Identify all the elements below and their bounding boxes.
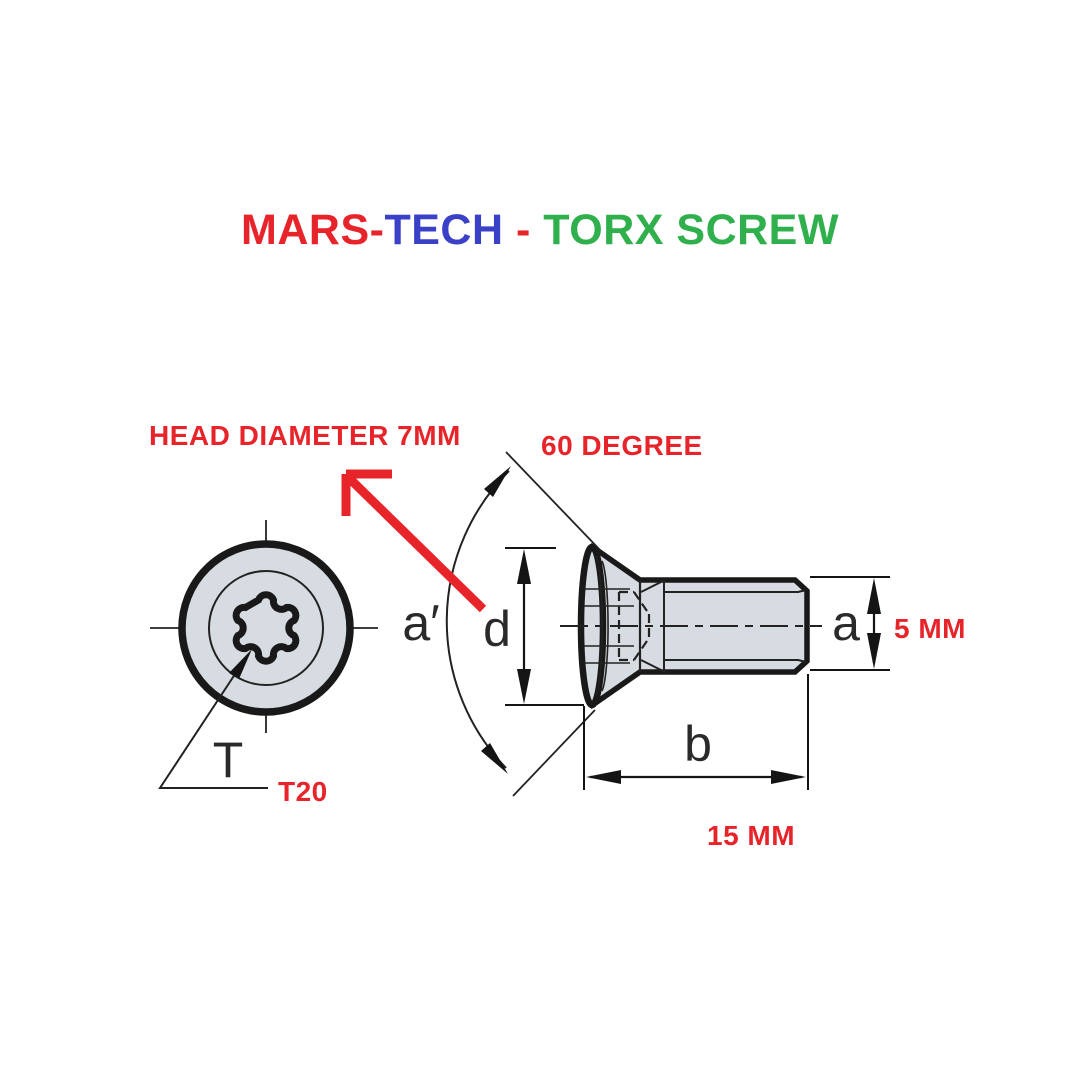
drive-label: T <box>213 732 244 788</box>
countersink-angle: 60 DEGREE <box>445 430 703 797</box>
drive-leader <box>158 649 268 789</box>
angle-line-upper <box>505 451 602 552</box>
angle-line-lower <box>512 709 596 797</box>
thread-chamfer-diagonals-left <box>640 579 666 673</box>
shank-edge-lines <box>664 591 799 661</box>
b-arrow-right <box>771 770 806 784</box>
shank-diameter-note: 5 MM <box>894 613 966 644</box>
angle-arc <box>445 470 510 769</box>
length-note: 15 MM <box>707 820 795 851</box>
head-diameter-note: HEAD DIAMETER 7MM <box>149 420 461 451</box>
angle-note: 60 DEGREE <box>541 430 703 461</box>
d-arrow-up <box>517 549 531 584</box>
b-label: b <box>684 716 712 772</box>
title-brand-secondary: TECH <box>384 206 504 254</box>
drive-leader-arrowhead <box>229 649 252 679</box>
a-label: a <box>832 595 860 651</box>
front-view: T T20 <box>150 520 378 807</box>
title-product: TORX SCREW <box>543 206 839 254</box>
head-diameter-callout: HEAD DIAMETER 7MM <box>149 420 487 613</box>
aux-label: a′ <box>402 595 439 651</box>
angle-arrow-bottom <box>481 743 508 774</box>
dimension-shank-diameter: a 5 MM <box>810 576 966 671</box>
thread-chamfer-diagonals-right <box>797 589 807 663</box>
dimension-head-diameter: d a′ <box>402 547 584 706</box>
a-arrow-down <box>867 633 881 669</box>
page-title: MARS-TECH - TORX SCREW <box>0 206 1080 255</box>
side-view <box>560 542 822 710</box>
b-extension-lines <box>583 674 809 790</box>
d-extension-ticks <box>505 547 584 706</box>
torx-recess-star <box>232 591 300 665</box>
title-separator: - <box>503 206 544 254</box>
head-witness-lines <box>584 588 634 664</box>
d-label: d <box>483 601 511 657</box>
a-arrow-up <box>867 578 881 614</box>
head-inner-circle <box>208 570 324 686</box>
a-extension-lines <box>810 576 890 671</box>
drive-size-note: T20 <box>278 776 328 807</box>
red-arrow-shaft <box>345 474 487 613</box>
angle-arrow-top <box>484 466 511 497</box>
dimension-length: b 15 MM <box>583 674 809 851</box>
b-arrow-left <box>586 770 621 784</box>
d-arrow-down <box>517 669 531 704</box>
red-arrow-head <box>341 469 392 516</box>
title-brand-primary: MARS- <box>241 206 385 254</box>
drive-leader-line <box>158 655 268 789</box>
